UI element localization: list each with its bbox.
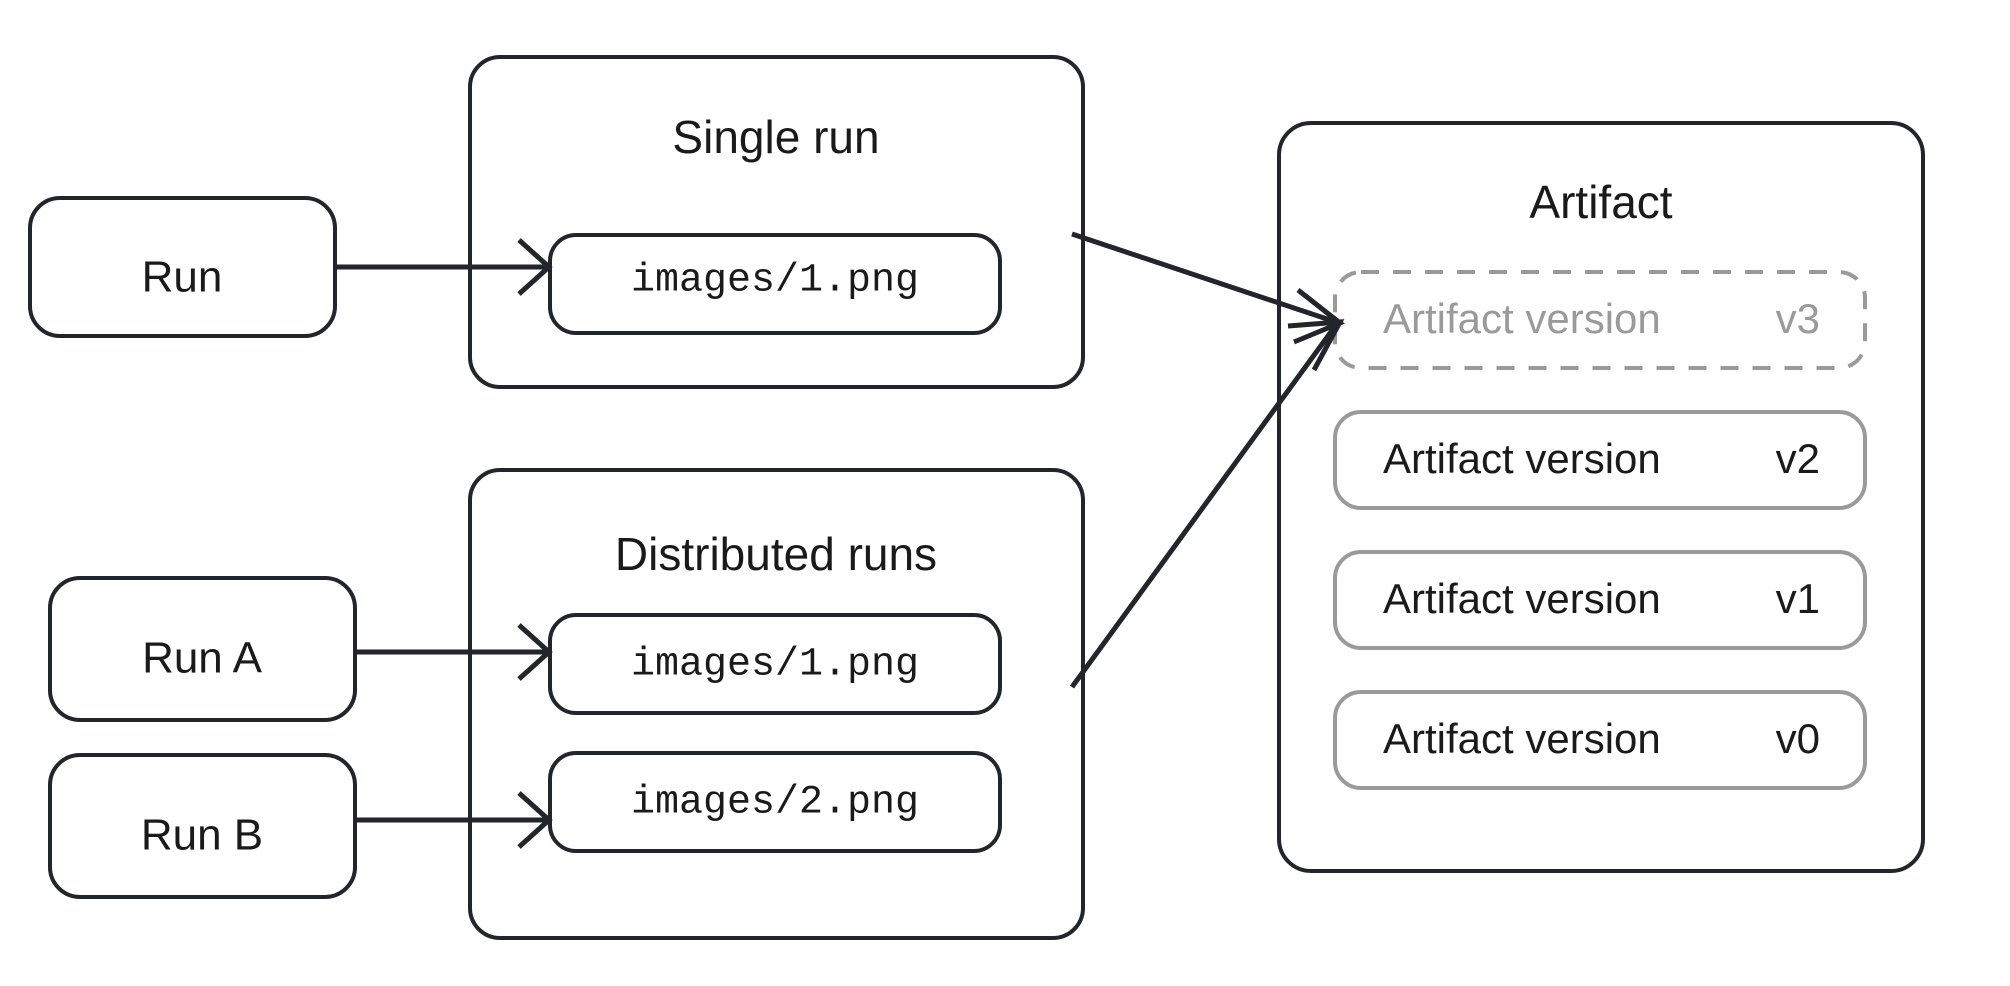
artifact-version-v2-row[interactable]: Artifact version v2 xyxy=(1333,410,1867,510)
artifact-version-v1-box xyxy=(1333,550,1867,650)
artifact-version-v2-box xyxy=(1333,410,1867,510)
artifact-version-v1-label: Artifact version xyxy=(1383,575,1661,622)
run-b-node-box xyxy=(48,753,357,899)
artifact-version-v3-row[interactable]: Artifact version v3 xyxy=(1333,270,1867,370)
artifact-version-v3-box xyxy=(1333,270,1867,370)
artifact-version-v2-label: Artifact version xyxy=(1383,435,1661,482)
artifact-version-v0-box xyxy=(1333,690,1867,790)
artifact-container[interactable]: Artifact Artifact version v3 Artifact ve… xyxy=(1277,121,1925,873)
artifact-version-v1-row[interactable]: Artifact version v1 xyxy=(1333,550,1867,650)
single-run-file-box[interactable] xyxy=(548,233,1002,335)
artifact-version-v3-tag: v3 xyxy=(1776,295,1820,342)
group-distributed-runs[interactable]: Distributed runs images/1.png images/2.p… xyxy=(468,468,1085,940)
artifact-version-v0-label: Artifact version xyxy=(1383,715,1661,762)
artifact-version-v3-label: Artifact version xyxy=(1383,295,1661,342)
artifact-version-v0-row[interactable]: Artifact version v0 xyxy=(1333,690,1867,790)
distributed-file-2-box[interactable] xyxy=(548,751,1002,853)
artifact-version-v0-tag: v0 xyxy=(1776,715,1820,762)
edge-run-b-to-file-2 xyxy=(355,791,553,849)
distributed-file-2-label: images/2.png xyxy=(631,781,919,826)
single-run-group-box xyxy=(468,55,1085,389)
run-node-label: Run xyxy=(142,253,223,302)
single-run-file-label: images/1.png xyxy=(631,259,919,304)
distributed-file-1-label: images/1.png xyxy=(631,643,919,688)
run-a-node-box xyxy=(48,576,357,722)
distributed-runs-group-title: Distributed runs xyxy=(615,528,937,580)
run-a-node-label: Run A xyxy=(142,634,263,683)
group-single-run[interactable]: Single run images/1.png xyxy=(468,55,1085,389)
edge-distributed-runs-to-artifact xyxy=(1069,319,1345,689)
distributed-file-1-box[interactable] xyxy=(548,613,1002,715)
run-b-node-label: Run B xyxy=(141,811,263,860)
artifact-version-v2-tag: v2 xyxy=(1776,435,1820,482)
node-run[interactable]: Run xyxy=(28,196,337,338)
edge-run-a-to-file-1 xyxy=(355,623,553,681)
artifact-version-v1-tag: v1 xyxy=(1776,575,1820,622)
single-run-group-title: Single run xyxy=(672,111,879,163)
node-run-a[interactable]: Run A xyxy=(48,576,357,722)
artifact-title: Artifact xyxy=(1529,176,1672,228)
node-run-b[interactable]: Run B xyxy=(48,753,357,899)
edge-run-to-single-file xyxy=(335,238,553,296)
